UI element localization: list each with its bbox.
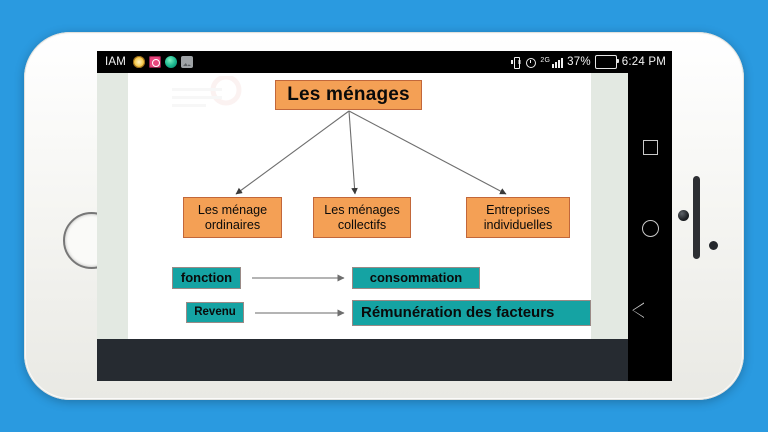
home-circle-icon[interactable] xyxy=(641,219,659,237)
signal-bars-icon xyxy=(552,57,564,68)
node-fonction: fonction xyxy=(172,267,241,289)
viewer-bottom-toolbar[interactable] xyxy=(97,339,672,381)
front-camera-icon xyxy=(678,210,689,221)
back-triangle-icon[interactable] xyxy=(644,302,656,318)
alarm-app-icon xyxy=(133,56,146,68)
network-type-label: 2G xyxy=(540,57,551,64)
vibrate-icon xyxy=(511,56,520,69)
clock-app-icon xyxy=(149,56,162,68)
node-menages-collectifs: Les ménages collectifs xyxy=(313,197,411,238)
android-nav-bar xyxy=(628,73,672,381)
alarm-icon xyxy=(524,56,536,68)
node-title: Les ménages xyxy=(275,80,422,110)
document-viewer[interactable]: Les ménages Les ménage ordinaires Les mé… xyxy=(97,73,672,381)
slide-watermark xyxy=(172,76,242,107)
status-bar-right: 2G 37% 6:24 PM xyxy=(511,55,666,69)
node-menage-ordinaires: Les ménage ordinaires xyxy=(183,197,282,238)
earpiece-speaker xyxy=(693,176,700,259)
phone-screen: IAM 2G 37% 6:24 PM xyxy=(97,51,672,381)
proximity-sensor-icon xyxy=(709,241,718,250)
node-remuneration-des-facteurs: Rémunération des facteurs xyxy=(352,300,591,326)
slide-page: Les ménages Les ménage ordinaires Les mé… xyxy=(128,73,591,339)
globe-app-icon xyxy=(165,56,178,68)
recents-square-icon[interactable] xyxy=(642,139,658,155)
phone-frame: IAM 2G 37% 6:24 PM xyxy=(24,32,744,400)
status-bar: IAM 2G 37% 6:24 PM xyxy=(97,51,672,73)
node-entreprises-individuelles: Entreprises individuelles xyxy=(466,197,570,238)
clock-time-label: 6:24 PM xyxy=(621,56,666,68)
battery-icon xyxy=(594,55,620,69)
node-revenu: Revenu xyxy=(186,302,244,323)
carrier-label: IAM xyxy=(105,56,127,68)
photo-app-icon xyxy=(181,56,194,68)
battery-percent-label: 37% xyxy=(567,56,591,68)
node-consommation: consommation xyxy=(352,267,480,289)
